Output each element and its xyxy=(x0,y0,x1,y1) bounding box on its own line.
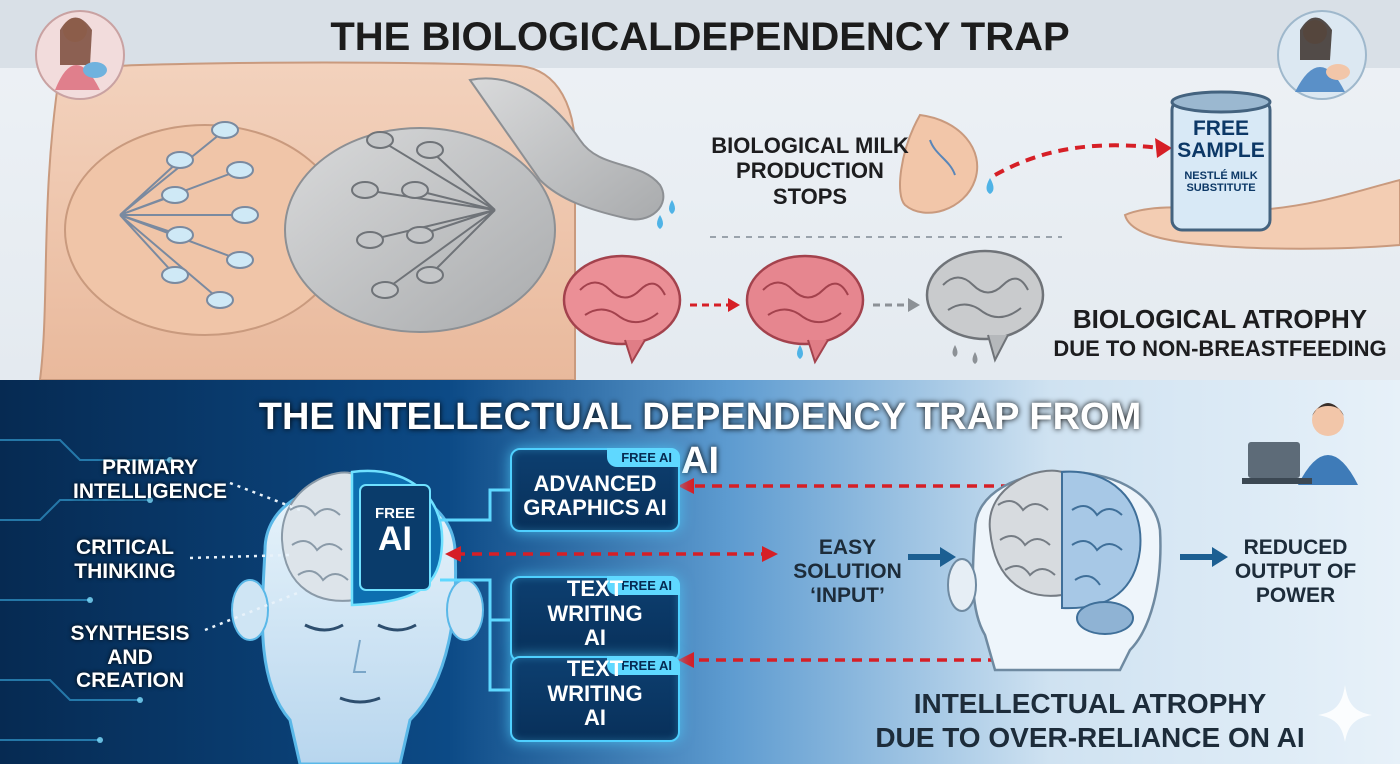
label-critical-thinking: CRITICAL THINKING xyxy=(74,536,176,583)
ai-box-label: TEXT WRITING AI xyxy=(547,656,643,730)
human-head xyxy=(947,469,1162,672)
ai-box-tag: FREE AI xyxy=(607,576,680,595)
grey-extension xyxy=(468,77,665,221)
biological-panel: THE BIOLOGICALDEPENDENCY TRAP BIOLOGICAL… xyxy=(0,0,1400,380)
chip-line-free: FREE xyxy=(374,505,415,522)
can-line-free: FREE xyxy=(1192,117,1249,140)
ai-box-tag: FREE AI xyxy=(607,448,680,467)
biological-atrophy-title: BIOLOGICAL ATROPHY xyxy=(1072,304,1368,334)
milk-stops-label: BIOLOGICAL MILK PRODUCTION STOPS xyxy=(711,133,909,209)
ai-head xyxy=(231,469,484,764)
ai-box-label: ADVANCED GRAPHICS AI xyxy=(523,470,667,520)
can-line-substitute: SUBSTITUTE xyxy=(1186,182,1256,195)
ai-box-advanced-graphics: FREE AI ADVANCED GRAPHICS AI xyxy=(510,448,680,532)
milk-drops xyxy=(657,178,994,229)
label-synthesis-creation: SYNTHESIS AND CREATION xyxy=(70,622,190,693)
intellectual-panel: THE INTELLECTUAL DEPENDENCY TRAP FROM AI… xyxy=(0,380,1400,764)
brain-draining xyxy=(745,254,865,365)
arrow-to-can xyxy=(994,143,1161,177)
ai-box-label: TEXT WRITING AI xyxy=(547,576,643,650)
brain-atrophied xyxy=(925,249,1045,364)
free-ai-chip: FREE AI xyxy=(360,505,430,556)
biological-atrophy-subtitle: DUE TO NON-BREASTFEEDING xyxy=(1053,336,1387,361)
connector-lines xyxy=(440,488,510,692)
easy-solution-label: EASY SOLUTION ‘INPUT’ xyxy=(793,536,902,608)
can-line-brand: NESTLÉ MILK xyxy=(1184,170,1258,183)
can-line-sample: SAMPLE xyxy=(1177,139,1265,163)
ai-box-text-writing-1: FREE AI TEXT WRITING AI xyxy=(510,576,680,662)
intellectual-atrophy-subtitle: DUE TO OVER-RELIANCE ON AI xyxy=(875,722,1305,753)
chip-line-ai: AI xyxy=(378,520,412,558)
milk-glands-right xyxy=(351,131,496,299)
biological-title: THE BIOLOGICALDEPENDENCY TRAP xyxy=(330,15,1070,59)
intellectual-title: THE INTELLECTUAL DEPENDENCY TRAP FROM AI xyxy=(258,396,1142,482)
title-bar xyxy=(0,0,1400,68)
ai-illustration xyxy=(0,403,1372,764)
biological-illustration xyxy=(35,10,1400,380)
sparkle-icon xyxy=(1318,685,1372,742)
can-label: FREE SAMPLE NESTLÉ MILK SUBSTITUTE xyxy=(1172,117,1270,195)
brain-healthy xyxy=(562,254,682,365)
reduced-output-label: REDUCED OUTPUT OF POWER xyxy=(1234,536,1357,608)
small-breast-icon xyxy=(899,113,979,214)
circuit-traces xyxy=(0,439,170,741)
milk-glands-left xyxy=(119,121,259,309)
ai-box-tag: FREE AI xyxy=(607,656,680,675)
label-primary-intelligence: PRIMARY INTELLIGENCE xyxy=(72,456,227,503)
ai-box-text-writing-2: FREE AI TEXT WRITING AI xyxy=(510,656,680,742)
blue-arrows xyxy=(908,547,1228,567)
mother-breastfeeding-icon xyxy=(35,10,125,100)
mother-bottle-icon xyxy=(1277,10,1367,100)
intellectual-atrophy-title: INTELLECTUAL ATROPHY xyxy=(913,688,1267,719)
pointer-lines xyxy=(189,481,301,632)
person-laptop-icon xyxy=(1242,403,1358,485)
